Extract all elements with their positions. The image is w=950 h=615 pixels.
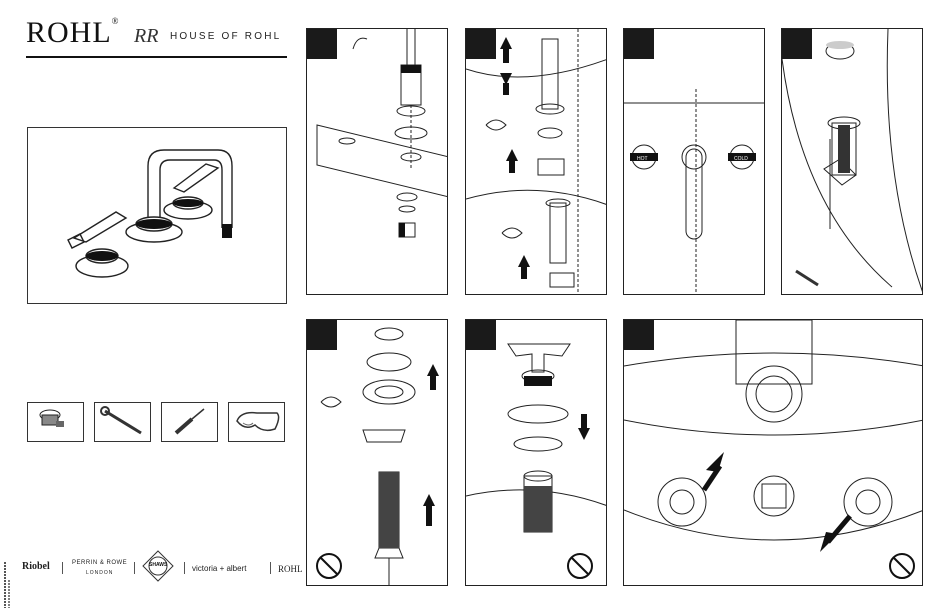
step-panel-2 xyxy=(465,28,607,295)
house-of-rohl-mark: RR HOUSE OF ROHL xyxy=(132,22,282,48)
panel-2-illustration xyxy=(466,29,607,295)
house-mark-text: RR xyxy=(133,25,158,47)
step-tab xyxy=(307,320,337,350)
brand-perrin-rowe-london: LONDON xyxy=(86,570,113,576)
brand-shaws-badge: SHAWS xyxy=(142,550,174,582)
tools-required xyxy=(27,402,287,442)
step-tab xyxy=(466,29,496,59)
faucet-hero-illustration xyxy=(27,127,287,304)
rohl-logo-reg: ® xyxy=(112,16,120,26)
step-tab xyxy=(624,320,654,350)
brand-perrin-rowe: PERRIN & ROWE xyxy=(72,560,127,566)
panel-5-illustration xyxy=(307,320,448,586)
document-code xyxy=(2,560,12,610)
step-panel-1 xyxy=(306,28,448,295)
wrench-icon xyxy=(95,403,150,441)
tool-screwdriver xyxy=(161,402,218,442)
rohl-logo: ROHL® xyxy=(26,16,120,50)
header-rule xyxy=(26,56,287,58)
brand-shaws: SHAWS xyxy=(149,562,167,568)
brand-separator xyxy=(184,562,185,574)
panel-4-illustration xyxy=(782,29,923,295)
brand-separator xyxy=(62,562,63,574)
step-panel-6 xyxy=(465,319,607,586)
brand-logos: Riobel PERRIN & ROWE LONDON SHAWS victor… xyxy=(20,548,310,586)
brand-rohl: ROHL xyxy=(278,564,303,574)
house-of-rohl-text: HOUSE OF ROHL xyxy=(170,31,281,42)
tool-wrench xyxy=(94,402,151,442)
tool-safety-glasses xyxy=(228,402,285,442)
panel-7-illustration xyxy=(624,320,923,586)
brand-separator xyxy=(134,562,135,574)
step-tab xyxy=(624,29,654,59)
brand-victoria-albert: victoria + albert xyxy=(192,564,246,573)
step-panel-4 xyxy=(781,28,923,295)
escutcheon-tool-icon xyxy=(28,403,83,441)
cold-label: COLD xyxy=(734,156,748,162)
brand-riobel: Riobel xyxy=(22,561,50,572)
faucet-drawing xyxy=(28,128,286,303)
hot-label: HOT xyxy=(637,156,648,162)
step-tab xyxy=(782,29,812,59)
panel-3-illustration: HOT COLD xyxy=(624,29,765,295)
step-panel-5 xyxy=(306,319,448,586)
house-of-rohl-logo: RR HOUSE OF ROHL xyxy=(132,22,282,48)
step-panel-7 xyxy=(623,319,923,586)
safety-glasses-icon xyxy=(229,403,286,441)
panel-6-illustration xyxy=(466,320,607,586)
brand-separator xyxy=(270,562,271,574)
panel-1-illustration xyxy=(307,29,448,295)
step-panel-3: HOT COLD xyxy=(623,28,765,295)
tool-escutcheon xyxy=(27,402,84,442)
step-tab xyxy=(307,29,337,59)
step-tab xyxy=(466,320,496,350)
rohl-logo-text: ROHL xyxy=(26,16,112,49)
screwdriver-icon xyxy=(162,403,217,441)
